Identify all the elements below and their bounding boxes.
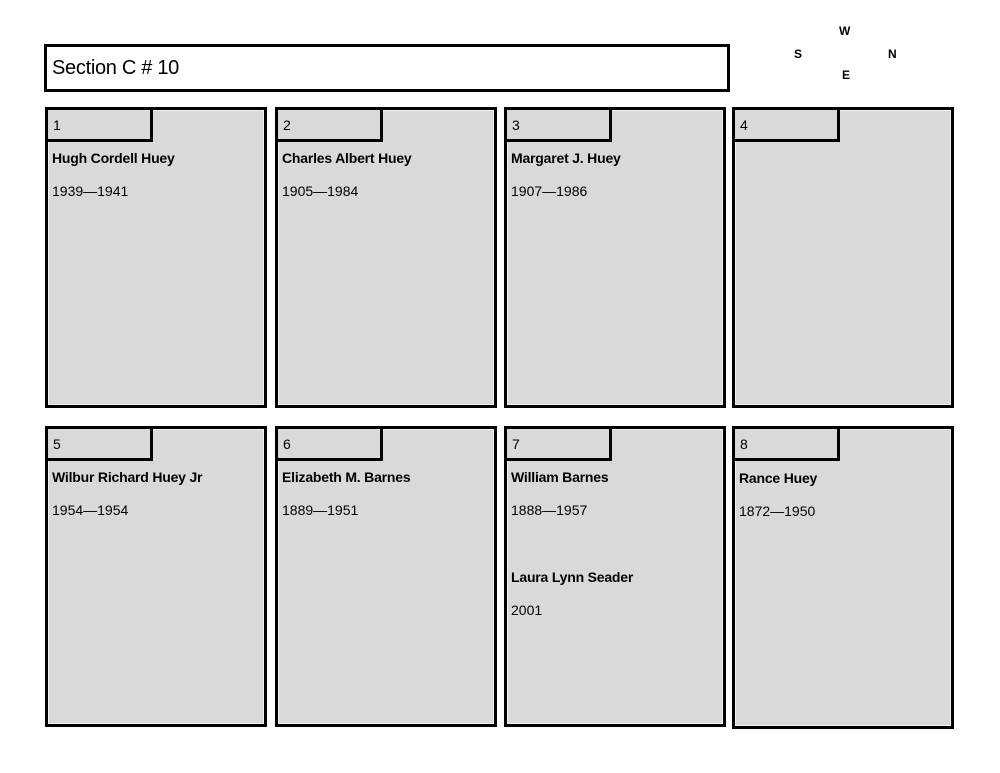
plot-number: 4 [740,117,748,133]
plot-number-box: 7 [507,429,612,461]
burial-entry: Margaret J. Huey 1907—1986 [511,150,621,199]
plot-number-box: 4 [735,110,840,142]
section-title-box: Section C # 10 [44,44,730,92]
plot-number: 6 [283,436,291,452]
burial-dates: 1939—1941 [52,183,129,199]
burial-name: Hugh Cordell Huey [52,150,175,166]
compass-north: N [888,47,897,61]
plot-number: 3 [512,117,520,133]
burial-dates: 1954—1954 [52,502,129,518]
burial-dates: 1889—1951 [282,502,359,518]
burial-dates: 2001 [511,602,543,618]
plot-number-box: 1 [48,110,153,142]
burial-entry: Laura Lynn Seader 2001 [511,569,633,618]
burial-name: Laura Lynn Seader [511,569,634,585]
plot-number: 2 [283,117,291,133]
section-title: Section C # 10 [52,57,179,79]
plot-number: 5 [53,436,61,452]
compass-south: S [794,47,803,61]
plot-number: 7 [512,436,520,452]
plot-number-box: 2 [278,110,383,142]
burial-name: Rance Huey [739,470,818,486]
burial-name: Charles Albert Huey [282,150,412,166]
burial-dates: 1907—1986 [511,183,588,199]
burial-entry: Elizabeth M. Barnes 1889—1951 [282,469,411,518]
burial-entry: Charles Albert Huey 1905—1984 [282,150,412,199]
plot-3: 3 Margaret J. Huey 1907—1986 [504,107,726,408]
burial-dates: 1905—1984 [282,183,359,199]
burial-dates: 1872—1950 [739,503,816,519]
burial-name: William Barnes [511,469,609,485]
compass-west: W [839,24,851,38]
plot-number: 8 [740,436,748,452]
burial-entry: Rance Huey 1872—1950 [739,470,817,519]
plot-4: 4 [732,107,954,408]
plot-number-box: 6 [278,429,383,461]
plot-number-box: 5 [48,429,153,461]
burial-name: Elizabeth M. Barnes [282,469,411,485]
plot-7: 7 William Barnes 1888—1957 Laura Lynn Se… [504,426,726,727]
burial-entry: William Barnes 1888—1957 [511,469,609,518]
plot-5: 5 Wilbur Richard Huey Jr 1954—1954 [45,426,267,727]
plot-1: 1 Hugh Cordell Huey 1939—1941 [45,107,267,408]
compass: W S N E [780,20,910,90]
burial-dates: 1888—1957 [511,502,588,518]
burial-name: Margaret J. Huey [511,150,621,166]
plot-6: 6 Elizabeth M. Barnes 1889—1951 [275,426,497,727]
compass-east: E [842,68,851,82]
plot-2: 2 Charles Albert Huey 1905—1984 [275,107,497,408]
plot-number: 1 [53,117,61,133]
burial-name: Wilbur Richard Huey Jr [52,469,203,485]
burial-entry: Hugh Cordell Huey 1939—1941 [52,150,175,199]
plot-number-box: 8 [735,429,840,461]
burial-entry: Wilbur Richard Huey Jr 1954—1954 [52,469,202,518]
plot-number-box: 3 [507,110,612,142]
plot-8: 8 Rance Huey 1872—1950 [732,426,954,729]
